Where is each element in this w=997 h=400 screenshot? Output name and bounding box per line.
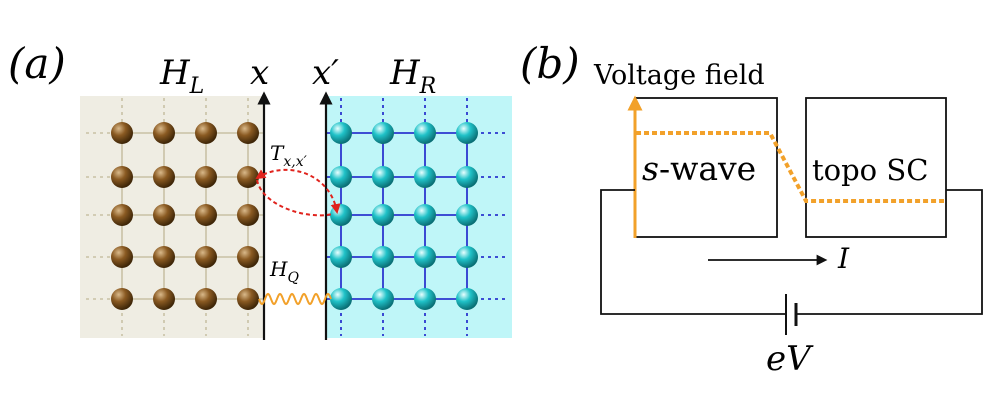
panel-b-label: (b) (520, 39, 580, 88)
right-atom (372, 204, 394, 226)
right-atom (456, 166, 478, 188)
left-atom (237, 288, 259, 310)
left-atom (153, 288, 175, 310)
right-atom (414, 204, 436, 226)
left-atom (153, 246, 175, 268)
right-atom (372, 288, 394, 310)
right-atom (456, 204, 478, 226)
coupling-label: HQ (269, 257, 299, 286)
left-atom (111, 288, 133, 310)
left-atom (237, 204, 259, 226)
left-atom (237, 122, 259, 144)
right-lattice-atoms (330, 122, 478, 310)
left-region-label: HL (159, 53, 204, 99)
right-atom (330, 204, 352, 226)
right-atom (330, 166, 352, 188)
right-atom (456, 246, 478, 268)
right-atom (330, 246, 352, 268)
right-atom (372, 246, 394, 268)
left-atom (237, 246, 259, 268)
coupling-wavy-line (258, 292, 332, 306)
s-wave-label: s-wave (642, 149, 756, 188)
right-atom (414, 122, 436, 144)
right-atom (372, 166, 394, 188)
voltage-profile-line (636, 131, 944, 203)
current-label: I (837, 242, 850, 275)
left-lattice-atoms (111, 122, 259, 310)
right-atom (330, 288, 352, 310)
right-atom (330, 122, 352, 144)
topo-sc-box (805, 97, 947, 238)
left-atom (195, 204, 217, 226)
voltage-field-label: Voltage field (593, 60, 765, 91)
right-atom (414, 288, 436, 310)
left-atom (195, 246, 217, 268)
left-atom (153, 166, 175, 188)
circuit-wire-right (796, 189, 983, 315)
panel-a-label: (a) (8, 39, 66, 88)
left-atom (195, 122, 217, 144)
right-atom (372, 122, 394, 144)
circuit-wire-left (600, 189, 786, 315)
right-atom (456, 288, 478, 310)
battery-label: eV (766, 339, 814, 379)
topo-sc-label: topo SC (812, 153, 928, 187)
right-atom (456, 122, 478, 144)
axis-x-prime-label: x′ (312, 53, 339, 93)
right-atom (414, 166, 436, 188)
tunneling-arrow (255, 168, 341, 214)
right-atom (414, 246, 436, 268)
left-atom (111, 166, 133, 188)
left-atom (237, 166, 259, 188)
left-atom (195, 288, 217, 310)
left-atom (153, 122, 175, 144)
left-atom (153, 204, 175, 226)
left-atom (111, 204, 133, 226)
left-atom (111, 246, 133, 268)
tunneling-label: Tx,x′ (270, 141, 308, 170)
left-atom (195, 166, 217, 188)
axis-x-label: x (250, 53, 269, 93)
right-region-label: HR (389, 53, 436, 99)
tunneling-arrow-lower (256, 179, 334, 217)
left-atom (111, 122, 133, 144)
